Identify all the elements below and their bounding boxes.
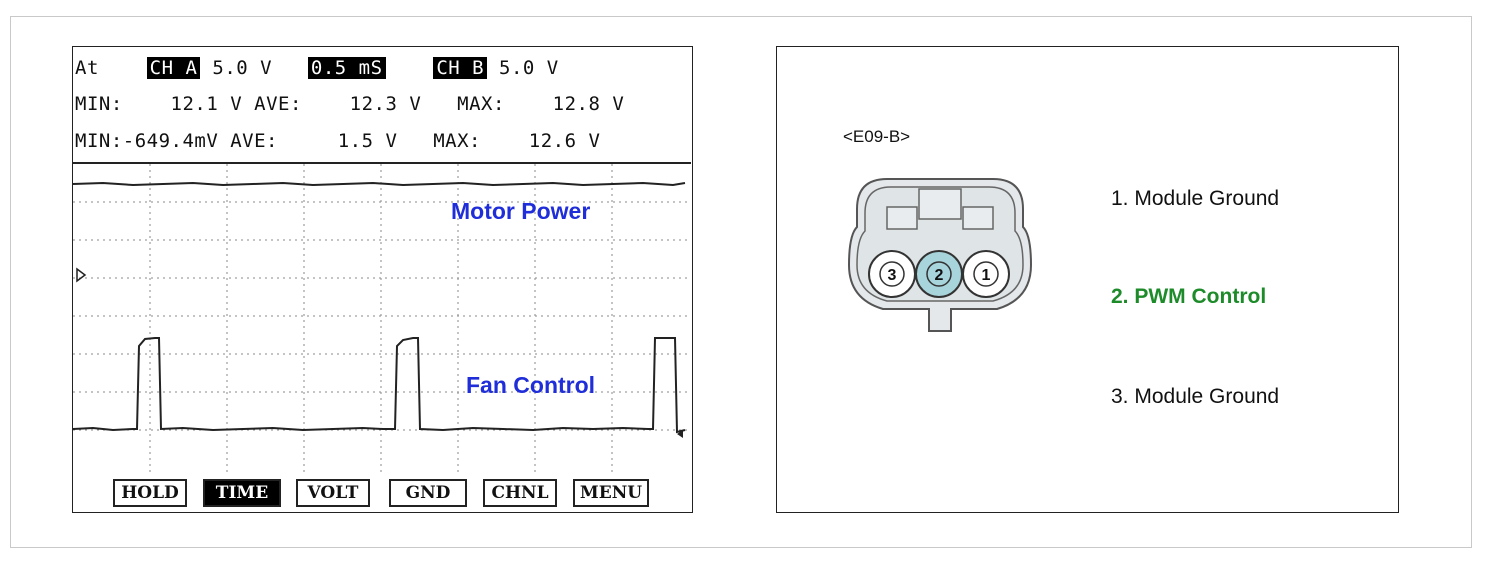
pin-2-number: 2: [935, 267, 944, 284]
ground-marker-icon: [76, 267, 87, 283]
ave-label: AVE:: [230, 130, 278, 152]
ave-label: AVE:: [254, 93, 302, 115]
softkey-bar: HOLD TIME VOLT GND CHNL MENU: [73, 475, 691, 511]
ch-a-volts: 5.0 V: [212, 57, 273, 79]
volt-button[interactable]: VOLT: [296, 479, 370, 507]
scope-screen: [73, 164, 691, 474]
fan-control-trace: [73, 337, 686, 434]
trigger-marker: At: [75, 57, 99, 79]
pin-2-marker: [926, 261, 952, 287]
menu-button[interactable]: MENU: [573, 479, 649, 507]
pin-1-marker: [973, 261, 999, 287]
chnl-button[interactable]: CHNL: [483, 479, 557, 507]
trigger-level-icon: [677, 430, 683, 438]
pin-1-number: 1: [982, 267, 991, 284]
max-label: MAX:: [433, 130, 481, 152]
pin-2-description: 2. PWM Control: [1111, 285, 1267, 308]
pin-3-description: 3. Module Ground: [1111, 385, 1280, 408]
ch-b-volts: 5.0 V: [499, 57, 559, 79]
pin-3-marker: [879, 261, 905, 287]
grid-lines: [73, 164, 691, 474]
ch-a-min-value: 12.1 V: [170, 93, 243, 115]
min-label: MIN:: [75, 93, 123, 115]
readout-divider: [73, 162, 691, 164]
ch-b-min-value: -649.4mV: [122, 130, 219, 152]
ch-a-badge: CH A: [146, 57, 201, 79]
time-button[interactable]: TIME: [203, 479, 281, 507]
ch-b-max-value: 12.6 V: [528, 130, 601, 152]
motor-power-label: Motor Power: [451, 198, 591, 224]
oscilloscope-panel: At CH A 5.0 V 0.5 mS CH B 5.0 V MIN: 12.…: [72, 46, 693, 513]
connector-key-left: [886, 206, 918, 230]
pin-3-number: 3: [888, 267, 897, 284]
connector-id: <E09-B>: [843, 127, 911, 146]
timebase-badge: 0.5 mS: [307, 57, 386, 79]
readout-row-settings: At CH A 5.0 V 0.5 mS CH B 5.0 V: [75, 55, 559, 81]
gnd-button[interactable]: GND: [389, 479, 467, 507]
scope-readout: At CH A 5.0 V 0.5 mS CH B 5.0 V MIN: 12.…: [73, 47, 691, 162]
pin-1-description: 1. Module Ground: [1111, 187, 1280, 210]
motor-power-trace: [73, 181, 686, 187]
ch-a-ave-value: 12.3 V: [349, 93, 422, 115]
ch-b-ave-value: 1.5 V: [337, 130, 398, 152]
connector-panel: <E09-B> 3 2 1 1. Module Ground 2. PWM Co…: [776, 46, 1399, 513]
ch-a-max-value: 12.8 V: [552, 93, 625, 115]
ch-b-badge: CH B: [433, 57, 488, 79]
readout-row-ch-a: MIN: 12.1 V AVE: 12.3 V MAX: 12.8 V: [75, 91, 624, 117]
max-label: MAX:: [457, 93, 505, 115]
min-label: MIN:: [75, 130, 123, 152]
connector-diagram: 3 2 1: [847, 178, 1033, 332]
readout-row-ch-b: MIN:-649.4mV AVE: 1.5 V MAX: 12.6 V: [75, 128, 600, 154]
connector-latch: [918, 188, 962, 220]
fan-control-label: Fan Control: [466, 372, 596, 398]
connector-key-right: [962, 206, 994, 230]
hold-button[interactable]: HOLD: [113, 479, 187, 507]
